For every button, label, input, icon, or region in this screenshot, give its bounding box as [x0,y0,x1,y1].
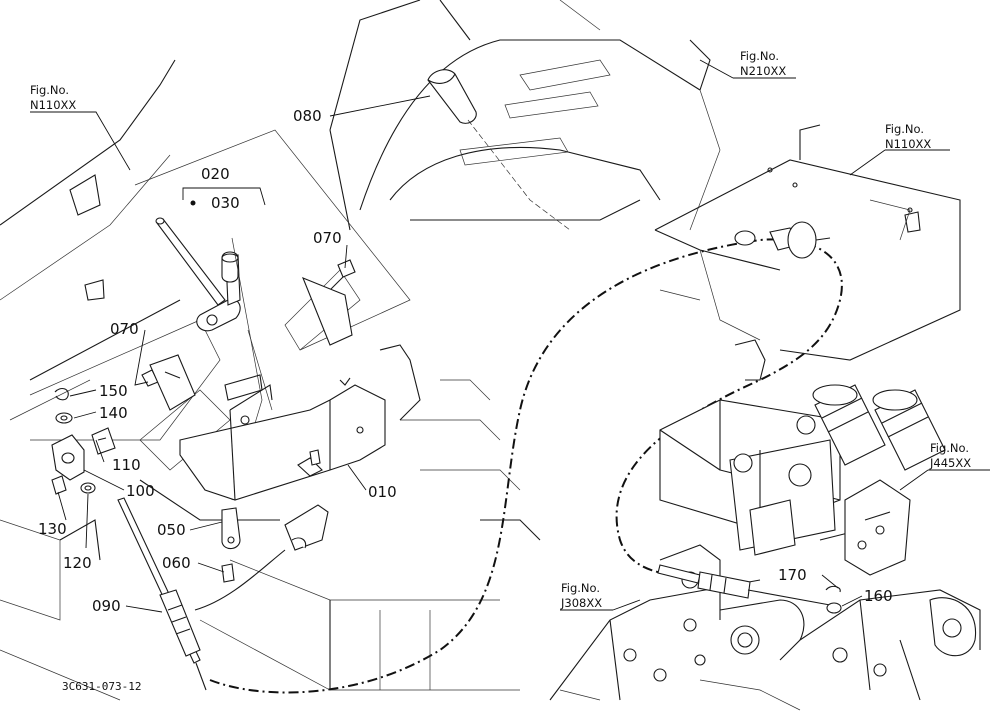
panel-outline-lower [29,319,221,441]
lever-centerline [467,119,571,231]
fig-ref-4-heading: Fig.No. [930,441,969,455]
label-150: 150 [99,382,128,400]
shift-lever-knob [427,69,477,124]
drawing-code: 3C631-073-12 [62,680,141,693]
clip-150 [54,387,69,401]
fig-ref-1-number: N110XX [30,98,76,112]
label-030: 030 [211,194,240,212]
pin-170 [825,585,841,593]
figure-references: Fig.No. N110XX Fig.No. N210XX Fig.No. N1… [30,49,971,610]
fig-ref-3-heading: Fig.No. [885,122,924,136]
collar-030 [221,251,239,283]
fig-ref-5-heading: Fig.No. [561,581,600,595]
holder-100 [51,434,85,481]
label-070-left: 070 [110,320,139,338]
fig-ref-3-number: N110XX [885,137,931,151]
pin-060 [221,563,235,583]
label-100: 100 [126,482,155,500]
label-050: 050 [157,521,186,539]
linkage-arc [194,549,286,611]
nut-120 [80,482,96,494]
cable-route [209,238,843,694]
fig-ref-2-heading: Fig.No. [740,49,779,63]
label-110: 110 [112,456,141,474]
rear-housing [654,124,961,381]
bracket-020-030 [182,187,266,206]
left-frame-outline [0,59,541,701]
main-bracket-010 [179,374,386,501]
switch-fitting [734,221,831,259]
leader-lines [57,95,863,613]
bolt-070-upper [302,259,356,346]
bolt-130 [51,475,67,495]
valve-spools [812,384,946,471]
label-090: 090 [92,597,121,615]
fig-ref-4-number: J445XX [929,456,971,470]
label-020: 020 [201,165,230,183]
fig-ref-2-number: N210XX [740,64,786,78]
label-070-upper: 070 [313,229,342,247]
label-060: 060 [162,554,191,572]
fig-ref-1-heading: Fig.No. [30,83,69,97]
label-120: 120 [63,554,92,572]
washer-140 [55,412,73,424]
detent-plate [284,504,329,551]
label-140: 140 [99,404,128,422]
rod-end-050 [221,507,241,550]
cable-end-fitting [657,564,831,606]
valve-block [659,399,911,576]
clamp-110 [91,427,116,455]
washer-160 [826,602,842,614]
console-outline [329,0,721,231]
panel-outline-upper [134,129,411,351]
bullet-dot [190,200,196,206]
label-010: 010 [368,483,397,501]
transmission-case [549,544,981,711]
fig-ref-5-number: J308XX [560,596,602,610]
figure-ref-leaders [30,59,990,611]
panel-outline-plate [139,389,231,471]
label-080: 080 [293,107,322,125]
label-170: 170 [778,566,807,584]
bolt-070-left [141,354,196,411]
part-labels: 080 020 030 070 070 150 140 110 100 010 … [38,107,893,615]
label-160: 160 [864,587,893,605]
rod-020 [155,217,226,306]
label-130: 130 [38,520,67,538]
cable-090 [117,497,207,691]
rod-guide-2 [247,329,273,411]
